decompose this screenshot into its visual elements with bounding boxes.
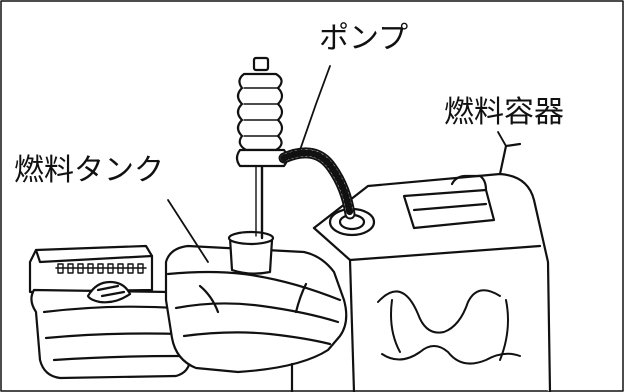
fuel-container-leader-line	[497, 131, 507, 147]
pump-drawing	[235, 56, 356, 240]
fuel-tank-label: 燃料タンク	[14, 153, 164, 188]
fuel-container-label: 燃料容器	[444, 95, 564, 130]
fuel-tank-leader-line	[167, 199, 209, 263]
leader-lines	[167, 65, 507, 263]
engine-body	[28, 244, 192, 380]
fuel-tank-drawing	[164, 230, 348, 392]
pump-leader-line	[299, 65, 331, 151]
fuel-container-drawing	[312, 142, 552, 392]
pump-label: ポンプ	[319, 21, 409, 56]
